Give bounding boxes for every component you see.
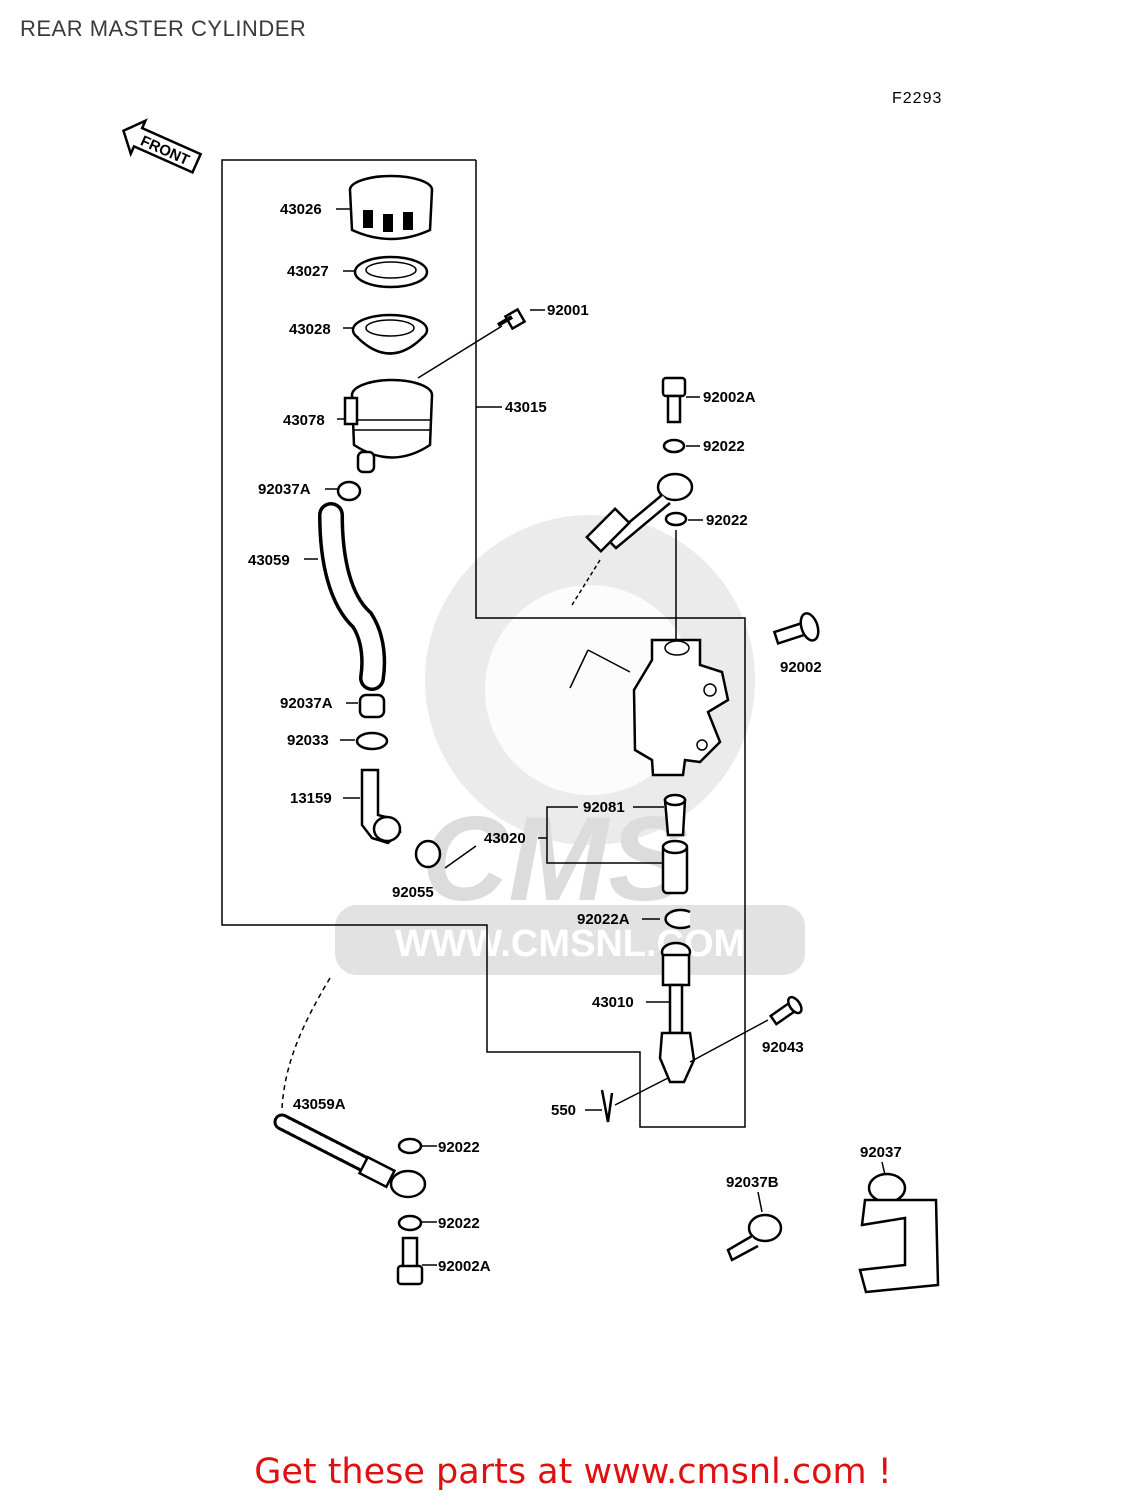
o-ring-92055-icon — [414, 839, 442, 869]
watermark-url: WWW.CMSNL.COM — [395, 923, 745, 965]
circlip-92022A-icon — [664, 908, 691, 930]
clevis-pin-icon — [768, 995, 803, 1026]
banjo-bolt-top-icon — [661, 376, 687, 424]
part-label-43028: 43028 — [289, 321, 331, 338]
part-label-92002A-bot: 92002A — [438, 1258, 491, 1275]
parts-diagram: CMS WWW.CMSNL.COM F2293 FRONT 43026 4302… — [121, 90, 942, 1294]
part-label-43027: 43027 — [287, 263, 329, 280]
part-label-92022-b: 92022 — [706, 512, 748, 529]
hose-clamp-mid-icon — [358, 693, 386, 719]
part-label-92037: 92037 — [860, 1144, 902, 1161]
banjo-bolt-bottom-icon — [396, 1236, 424, 1286]
part-label-43026: 43026 — [280, 201, 322, 218]
watermark-logo: CMS — [422, 792, 689, 926]
part-label-92037A-top: 92037A — [258, 481, 311, 498]
washer-92022-d-icon — [397, 1214, 423, 1232]
reservoir-icon — [343, 378, 434, 474]
part-label-92081: 92081 — [583, 799, 625, 816]
circlip-icon — [355, 731, 389, 751]
hose-clamp-top-icon — [336, 480, 362, 502]
part-label-92037A-mid: 92037A — [280, 695, 333, 712]
part-label-92001: 92001 — [547, 302, 589, 319]
master-cylinder-body-icon — [632, 638, 730, 777]
diaphragm-plate-icon — [351, 313, 429, 355]
assembly-outline — [221, 159, 746, 1128]
piston-cup-92081-icon — [663, 793, 687, 837]
footer-cta-link[interactable]: Get these parts at www.cmsnl.com ! — [254, 1452, 892, 1492]
washer-92022-a-icon — [662, 438, 686, 454]
figure-code: F2293 — [892, 90, 942, 107]
brake-hose-dashed — [281, 977, 331, 1109]
watermark: CMS WWW.CMSNL.COM — [335, 515, 805, 975]
left-assembly-box — [221, 159, 746, 1128]
part-label-92002A-top: 92002A — [703, 389, 756, 406]
part-label-92037B: 92037B — [726, 1174, 779, 1191]
mounting-bolt-icon — [772, 612, 820, 646]
banjo-fitting-icon — [571, 472, 694, 606]
hose-clamp-92037B-icon — [726, 1213, 783, 1262]
cotter-pin-icon — [600, 1089, 614, 1123]
part-label-92022-c: 92022 — [438, 1139, 480, 1156]
brake-hose-icon — [273, 1113, 427, 1199]
part-label-92033: 92033 — [287, 732, 329, 749]
screw-92001-icon — [497, 307, 527, 331]
part-label-92002: 92002 — [780, 659, 822, 676]
piston-43020-icon — [661, 839, 689, 895]
washer-92022-c-icon — [397, 1137, 423, 1155]
elbow-fitting-icon — [360, 768, 402, 845]
part-label-43059: 43059 — [248, 552, 290, 569]
part-label-43010: 43010 — [592, 994, 634, 1011]
push-rod-icon — [658, 941, 696, 1084]
hose-guide-bracket-icon — [858, 1172, 940, 1294]
part-label-43059A: 43059A — [293, 1096, 346, 1113]
part-label-92055: 92055 — [392, 884, 434, 901]
part-label-92022A: 92022A — [577, 911, 630, 928]
reservoir-cap-icon — [348, 174, 434, 241]
part-label-13159: 13159 — [290, 790, 332, 807]
diaphragm-icon — [353, 255, 429, 289]
part-label-43015: 43015 — [505, 399, 547, 416]
page-title: REAR MASTER CYLINDER — [20, 16, 307, 41]
front-arrow-icon: FRONT — [121, 118, 203, 175]
part-label-92022-d: 92022 — [438, 1215, 480, 1232]
part-label-92043: 92043 — [762, 1039, 804, 1056]
part-label-43020: 43020 — [484, 830, 526, 847]
washer-92022-b-icon — [664, 511, 688, 527]
part-label-43078: 43078 — [283, 412, 325, 429]
part-label-92022-a: 92022 — [703, 438, 745, 455]
part-label-550: 550 — [551, 1102, 576, 1119]
